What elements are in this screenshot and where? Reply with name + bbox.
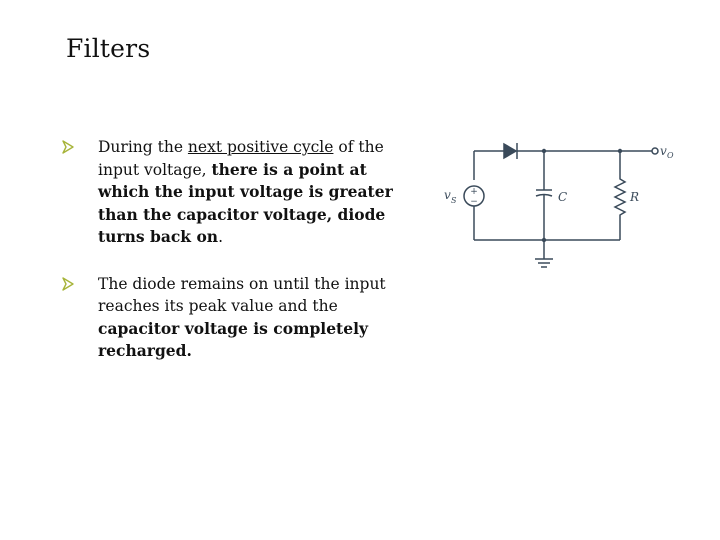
bullet-item-1: During the next positive cycle of the in… [62, 136, 422, 249]
junction-dot [617, 148, 623, 154]
capacitor-plate-bottom [535, 193, 553, 197]
source-minus-sign: − [470, 197, 478, 207]
ground-symbol [535, 258, 553, 268]
junction-dot [541, 148, 547, 154]
bullet-1-segment: During the [98, 138, 188, 156]
output-label-subscript: O [667, 151, 674, 160]
bullet-1-underlined-phrase: next positive cycle [187, 138, 334, 156]
source-label-subscript: S [451, 196, 457, 205]
arrowhead-bullet-icon [62, 276, 74, 291]
bullet-item-2: The diode remains on until the input rea… [62, 273, 422, 363]
capacitor-label: C [558, 190, 567, 204]
resistor-label: R [629, 190, 639, 204]
source-label: v [444, 188, 451, 202]
bullet-2-segment: The diode remains on until the input rea… [98, 274, 386, 316]
source-plus-sign: + [470, 187, 478, 197]
resistor-symbol [613, 151, 627, 240]
bullet-text-2: The diode remains on until the input rea… [98, 275, 386, 361]
output-label: v [660, 144, 667, 158]
arrowhead-bullet-icon [62, 140, 74, 154]
slide-title: Filters [66, 34, 151, 63]
bullet-1-segment: of the input voltage, [98, 138, 384, 179]
rectifier-filter-circuit-diagram: + − v S C R v O [444, 142, 674, 268]
bullet-1-bold-phrase: there is a point at which the input volt… [98, 159, 393, 247]
bullet-text-1: During the next positive cycle of the in… [98, 138, 393, 246]
output-terminal [651, 147, 659, 155]
bullet-1-segment: . [218, 228, 223, 246]
diode-symbol [503, 142, 518, 160]
bullet-list: During the next positive cycle of the in… [62, 136, 422, 363]
junction-dot [541, 237, 547, 243]
bullet-2-bold-phrase: capacitor voltage is completely recharge… [98, 318, 368, 361]
